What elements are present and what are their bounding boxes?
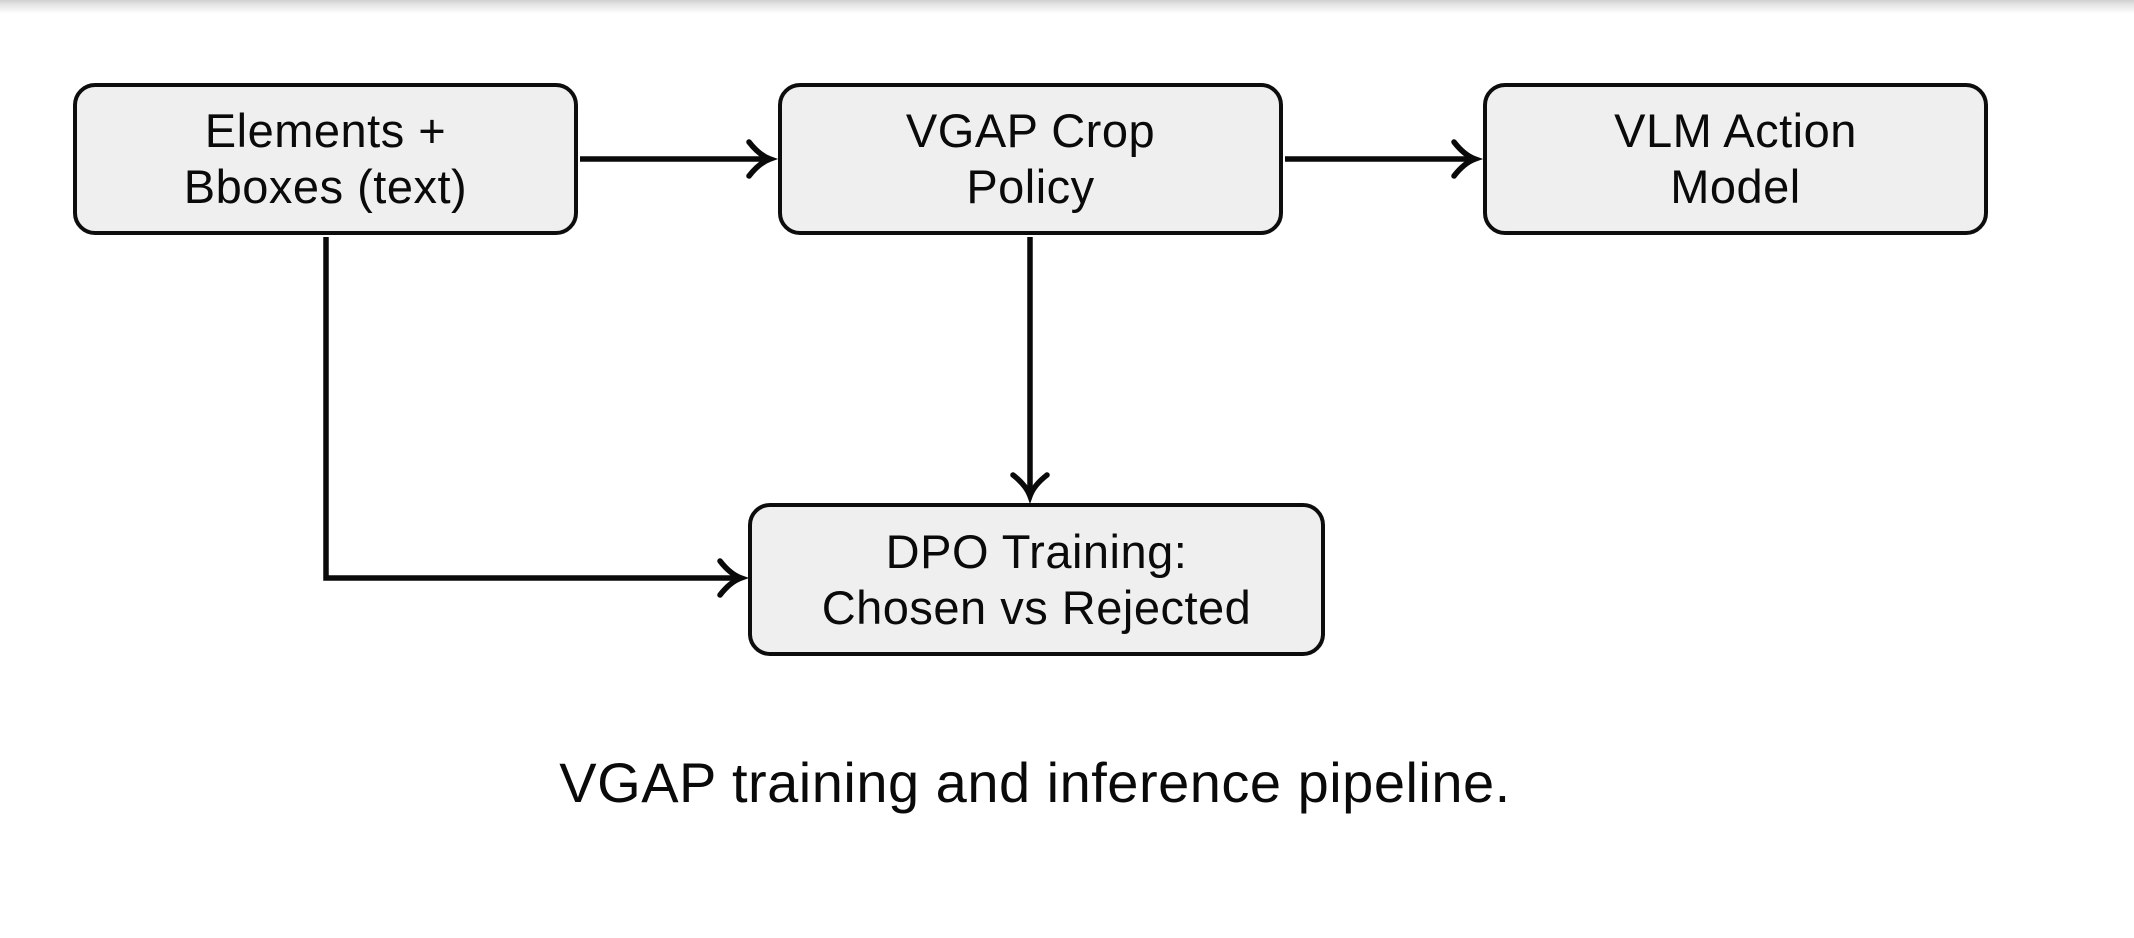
node-elements-bboxes: Elements + Bboxes (text) <box>73 83 578 235</box>
node-label-line: Elements + <box>204 104 447 157</box>
node-vgap-crop-policy: VGAP Crop Policy <box>778 83 1283 235</box>
node-label-line: VGAP Crop <box>905 104 1156 157</box>
node-dpo-training: DPO Training: Chosen vs Rejected <box>748 503 1325 656</box>
figure-caption: VGAP training and inference pipeline. <box>559 751 1511 814</box>
node-label-line: Model <box>1670 160 1801 213</box>
node-label-line: DPO Training: <box>885 524 1188 578</box>
edge-elements-to-dpo <box>323 237 750 598</box>
node-label-line: Chosen vs Rejected <box>821 580 1252 634</box>
node-label-line: Policy <box>966 160 1095 213</box>
page-top-shadow <box>0 0 2134 14</box>
node-label-line: Bboxes (text) <box>183 160 468 213</box>
node-vlm-action-model: VLM Action Model <box>1483 83 1988 235</box>
node-label-line: VLM Action <box>1614 104 1857 157</box>
